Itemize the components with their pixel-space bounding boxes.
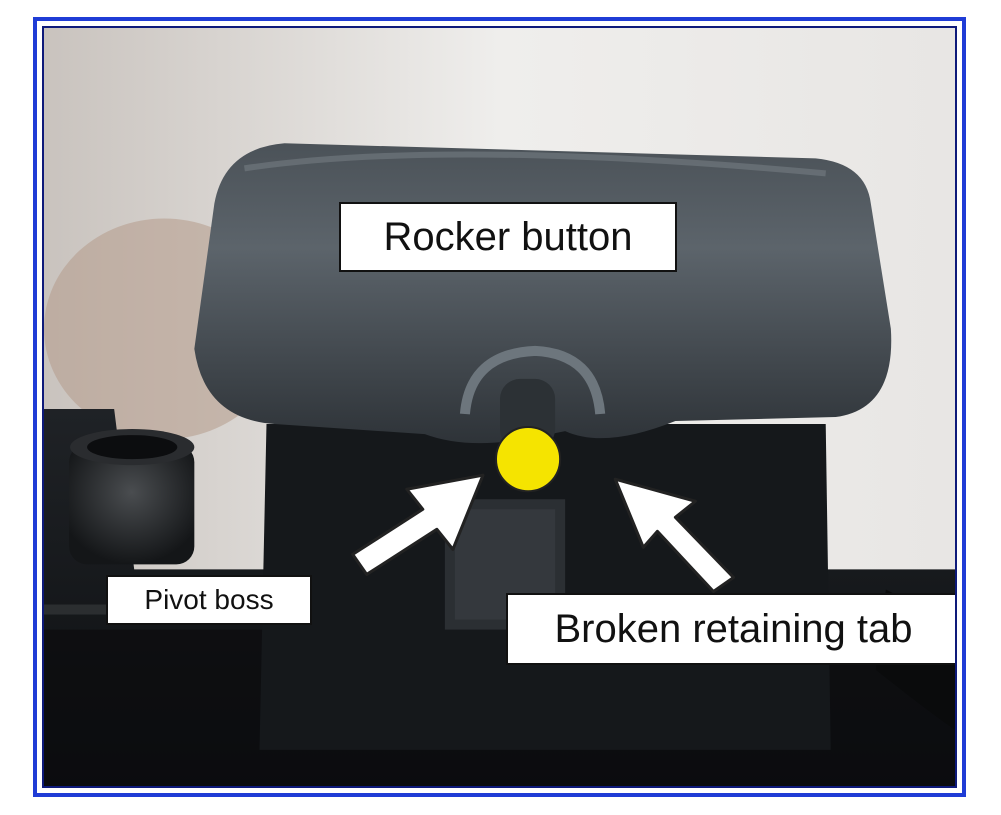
image-inner-frame: Rocker button Pivot boss Broken retainin…	[42, 26, 957, 788]
pivot-boss-label: Pivot boss	[106, 575, 312, 625]
image-frame: Rocker button Pivot boss Broken retainin…	[33, 17, 966, 797]
rocker-button-label: Rocker button	[339, 202, 677, 272]
broken-retaining-tab-label: Broken retaining tab	[506, 593, 955, 665]
switch-photo	[44, 28, 955, 786]
